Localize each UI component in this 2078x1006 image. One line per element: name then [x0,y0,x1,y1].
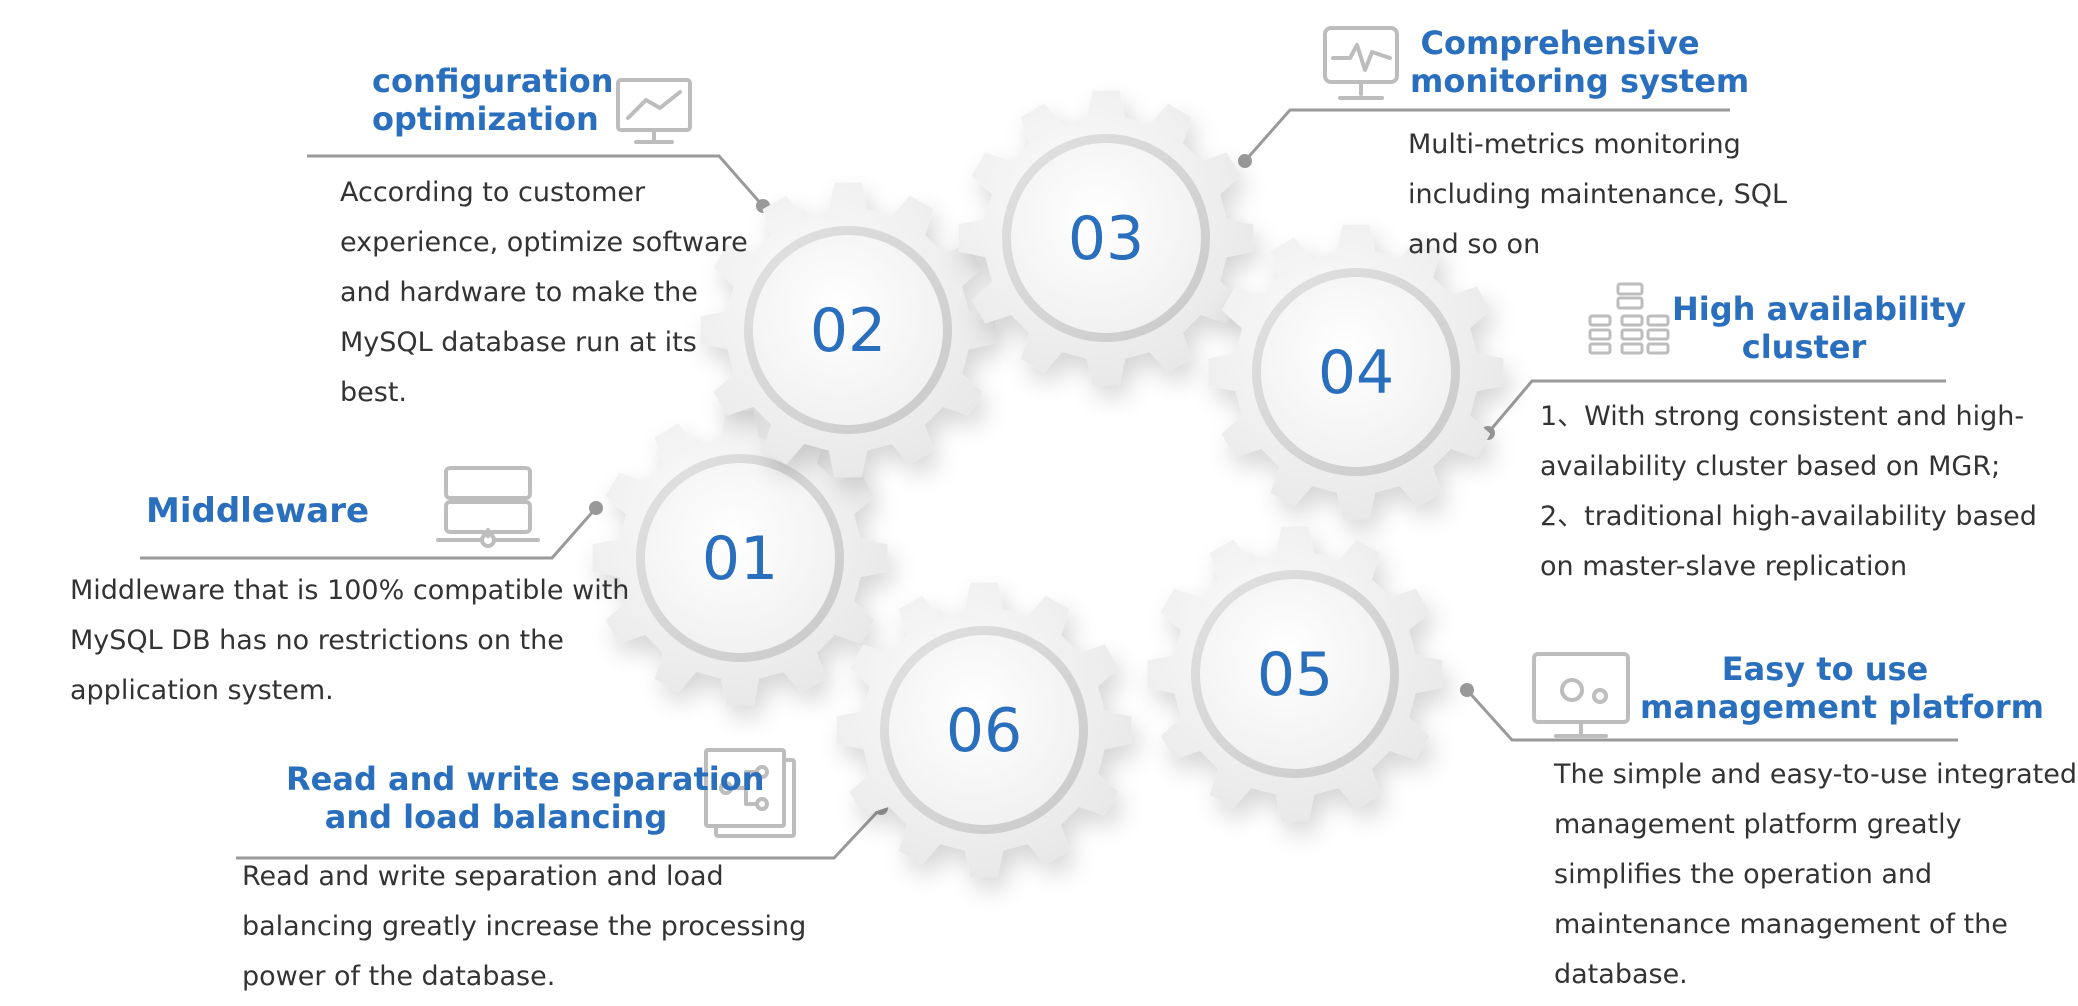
monitoring-desc-line: Multi-metrics monitoring [1408,129,1741,160]
gear-number: 06 [946,696,1022,766]
connector-configuration [307,154,765,207]
management-desc-line: database. [1554,959,1688,990]
gear-04: 04 [1208,224,1504,520]
high-availability-title-line: High availability [1672,290,1967,328]
rw-separation-title-line: Read and write separation [286,760,765,798]
configuration-desc-line: According to customer [340,177,646,208]
gear-face [753,235,943,425]
high-availability-title: High availability cluster [1672,290,1967,366]
monitoring-desc-line: and so on [1408,229,1541,260]
configuration-title-line: configuration [372,62,614,100]
middleware-title-line: Middleware [146,491,370,531]
connector-high-availability [1486,379,1946,434]
monitoring-title-line: Comprehensive [1420,24,1700,62]
configuration-desc-line: and hardware to make the [340,277,698,308]
high-availability-title-line: cluster [1741,328,1867,366]
gear-03: 03 [958,90,1254,386]
gear-face [1011,143,1201,333]
gear-01: 01 [592,410,888,706]
gear-face [1200,579,1390,769]
gear-number: 01 [702,524,778,594]
monitoring-title: Comprehensive monitoring system [1410,24,1750,100]
gear-05: 05 [1147,526,1443,822]
configuration-description: According to customer experience, optimi… [340,168,748,418]
configuration-desc-line: best. [340,377,407,408]
middleware-desc-line: Middleware that is 100% compatible with [70,575,630,606]
gear-face [645,463,835,653]
high-availability-desc-line: availability cluster based on MGR; [1540,451,2001,482]
management-title: Easy to use management platform [1640,650,2044,726]
middleware-title: Middleware [146,492,369,530]
gear-number: 05 [1257,640,1333,710]
high-availability-description: 1、With strong consistent and high- avail… [1540,392,2037,592]
management-desc-line: maintenance management of the [1554,909,2008,940]
middleware-desc-line: application system. [70,675,334,706]
gear-number: 03 [1068,204,1144,274]
gear-number: 04 [1318,338,1394,408]
connector-dot [1460,683,1474,697]
rw-separation-desc-line: Read and write separation and load [242,861,724,892]
high-availability-desc-line: 1、With strong consistent and high- [1540,401,2025,432]
server-network-icon [436,466,540,548]
gears-monitor-icon [1532,652,1630,738]
high-availability-desc-line: 2、traditional high-availability based [1540,501,2037,532]
monitoring-desc-line: including maintenance, SQL [1408,179,1788,210]
gear-face [1261,277,1451,467]
monitoring-title-line: monitoring system [1410,62,1750,100]
management-title-line: Easy to use [1721,650,1929,688]
management-description: The simple and easy-to-use integrated ma… [1554,750,2077,1000]
rw-separation-desc-line: power of the database. [242,961,556,992]
gear-face [889,635,1079,825]
gear-group: 01 02 03 04 05 06 [592,90,1504,878]
management-title-line: management platform [1640,688,2044,726]
configuration-desc-line: MySQL database run at its [340,327,697,358]
gear-06: 06 [836,582,1132,878]
management-desc-line: management platform greatly [1554,809,1962,840]
middleware-description: Middleware that is 100% compatible with … [70,566,629,716]
gear-02: 02 [700,182,996,478]
monitoring-description: Multi-metrics monitoring including maint… [1408,120,1787,270]
connector-middleware [140,507,598,560]
gear-number: 02 [810,296,886,366]
configuration-title: configuration optimization [372,62,614,138]
heartbeat-monitor-icon [1323,26,1399,100]
connector-lines [140,108,1958,860]
connector-rw-separation [236,806,883,860]
server-cluster-icon [1588,282,1670,355]
rw-separation-title: Read and write separation and load balan… [286,760,765,836]
rw-separation-desc-line: balancing greatly increase the processin… [242,911,807,942]
middleware-desc-line: MySQL DB has no restrictions on the [70,625,564,656]
flow-documents-icon [704,748,796,838]
management-desc-line: The simple and easy-to-use integrated [1554,759,2078,790]
connector-dot [589,501,603,515]
chart-monitor-icon [616,78,692,144]
management-desc-line: simplifies the operation and [1554,859,1933,890]
high-availability-desc-line: on master-slave replication [1540,551,1908,582]
configuration-desc-line: experience, optimize software [340,227,748,258]
connector-monitoring [1243,108,1730,162]
connector-management [1465,688,1958,742]
rw-separation-description: Read and write separation and load balan… [242,852,806,1002]
connector-dot [1238,154,1252,168]
rw-separation-title-line: and load balancing [324,798,668,836]
configuration-title-line: optimization [372,100,599,138]
